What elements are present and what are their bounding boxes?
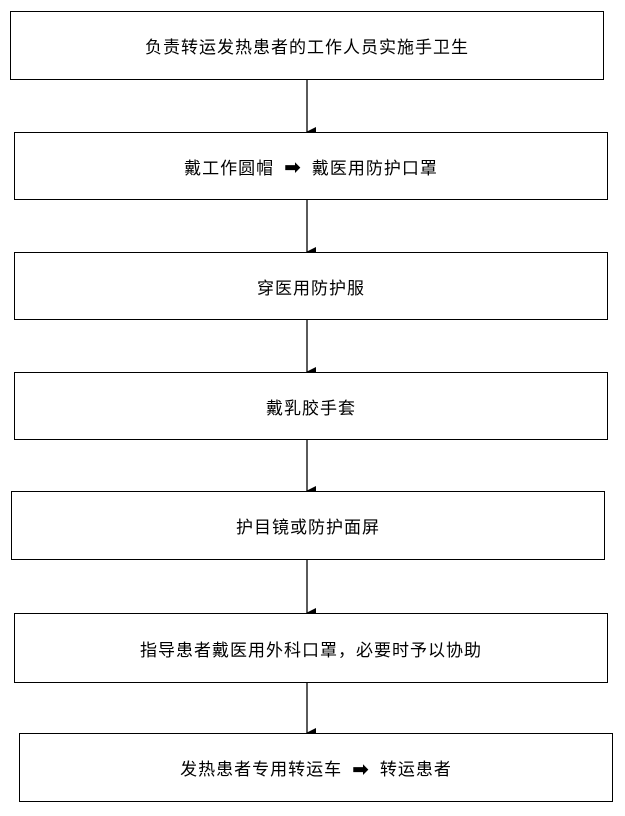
step-hand-hygiene-text: 负责转运发热患者的工作人员实施手卫生	[145, 38, 469, 58]
step-transport-patient-text: 转运患者	[379, 760, 452, 780]
step-protective-gown: 穿医用防护服	[14, 252, 608, 320]
step-vehicle-text: 发热患者专用转运车	[180, 760, 343, 780]
right-arrow-icon: ➡	[352, 756, 370, 781]
step-latex-gloves-text: 戴乳胶手套	[266, 398, 356, 419]
step-protective-gown-text: 穿医用防护服	[257, 278, 365, 299]
step-patient-mask: 指导患者戴医用外科口罩，必要时予以协助	[14, 613, 608, 683]
right-arrow-icon: ➡	[284, 155, 302, 179]
step-latex-gloves: 戴乳胶手套	[14, 372, 608, 440]
step-cap-and-mask: 戴工作圆帽 ➡ 戴医用防护口罩	[14, 132, 608, 200]
step-patient-mask-text: 指导患者戴医用外科口罩，必要时予以协助	[140, 640, 482, 661]
step-goggles-face-shield-text: 护目镜或防护面屏	[236, 518, 380, 538]
step-mask-text: 戴医用防护口罩	[311, 158, 438, 179]
step-goggles-face-shield: 护目镜或防护面屏	[11, 491, 605, 560]
step-transport: 发热患者专用转运车 ➡ 转运患者	[19, 733, 613, 802]
step-hand-hygiene: 负责转运发热患者的工作人员实施手卫生	[10, 11, 604, 80]
step-cap-text: 戴工作圆帽	[184, 158, 275, 179]
